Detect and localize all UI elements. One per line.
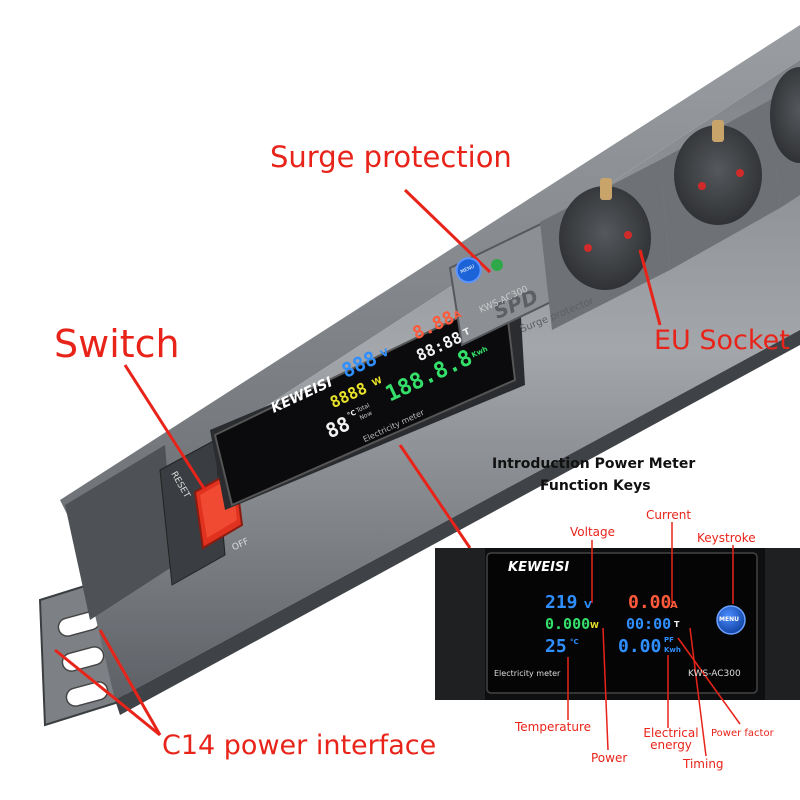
end-cap [65, 445, 175, 620]
main-model: KWS-AC300 [477, 284, 530, 316]
socket-2 [660, 100, 780, 270]
inset-meter-caption: Electricity meter [494, 669, 561, 678]
label-power: Power [591, 751, 628, 765]
strip-top-face [60, 25, 800, 530]
label-electrical-energy: Electrical energy [643, 726, 699, 752]
main-menu-button[interactable]: MENU [451, 252, 486, 288]
inset-temperature-value: 25 [545, 636, 567, 657]
inset-panel [435, 548, 800, 700]
inset-model: KWS-AC300 [688, 669, 741, 679]
main-voltage-unit: V [379, 347, 391, 361]
inset-timing-unit: T [674, 620, 680, 629]
meter-display-face [213, 293, 517, 507]
inset-timing-value: 00:00 [626, 615, 672, 633]
label-keystroke: Keystroke [697, 531, 756, 545]
eu-socket-callout: EU Socket [654, 325, 790, 356]
inset-callout-lines [567, 522, 741, 757]
inset-power-unit: W [590, 621, 599, 630]
inset-brand: KEWEISI [508, 560, 570, 575]
surge-protection-callout: Surge protection [270, 140, 512, 174]
switch-module [159, 439, 244, 586]
inset-title-line1: Introduction Power Meter [492, 456, 696, 472]
label-voltage: Voltage [570, 525, 616, 539]
inset-current-value: 0.00 [628, 592, 672, 613]
inset-menu-button[interactable]: MENU [719, 616, 739, 623]
inset-energy-unit: Kwh [664, 646, 681, 654]
main-brand: KEWEISI [268, 374, 336, 417]
c14-power-interface-callout: C14 power interface [162, 730, 437, 761]
inset-power-value: 0.000 [545, 615, 591, 633]
inset-temperature-unit: °C [570, 638, 579, 646]
main-menu-label: MENU [459, 263, 476, 276]
inset-energy-value: 0.00 [618, 636, 662, 657]
socket-1 [540, 160, 670, 330]
switch-callout: Switch [54, 322, 180, 366]
inset-title-line2: Function Keys [540, 478, 651, 494]
label-power-factor: Power factor [711, 728, 774, 739]
label-timing: Timing [683, 757, 724, 771]
main-timing-unit: T [462, 326, 472, 339]
inset-voltage-unit: V [584, 600, 592, 611]
socket-3 [770, 67, 800, 208]
label-current: Current [646, 508, 692, 522]
inset-voltage-value: 219 [545, 592, 578, 613]
label-temperature: Temperature [515, 720, 592, 734]
inset-current-unit: A [670, 600, 678, 611]
inset-pf-unit: PF [664, 636, 674, 644]
